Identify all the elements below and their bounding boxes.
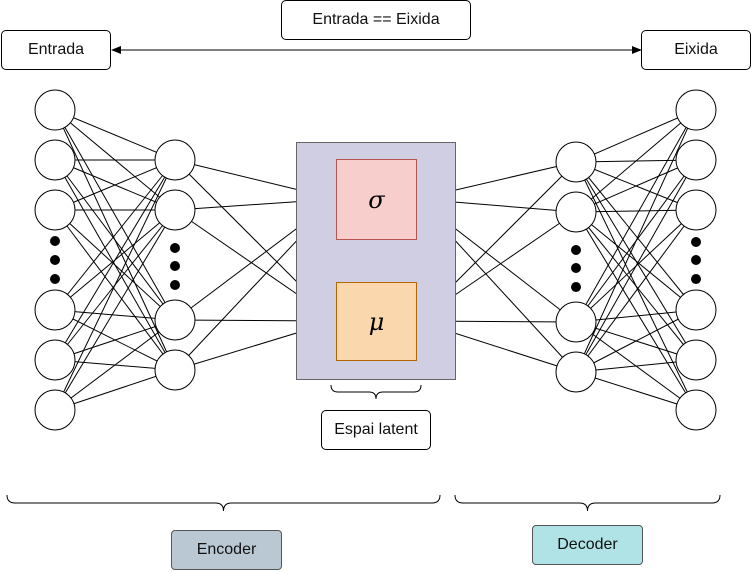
decoder-edge [575,159,697,373]
encoder-label-box: Encoder [171,530,282,570]
input-label-box: Entrada [1,30,111,70]
encoder-edge [54,159,176,321]
encoder-edge [54,369,176,411]
encoder-hidden-neuron [154,349,196,391]
encoder-edge [54,319,176,361]
encoder-edge [54,159,176,311]
decoder-edge [575,109,697,213]
mu-node: μ [336,282,417,361]
ellipsis-dot [571,245,581,255]
decoder-edge [575,109,697,323]
output-neuron [675,289,717,331]
encoder-edge [54,209,176,411]
ellipsis-dot [571,282,581,292]
ellipsis-dot [170,261,180,271]
encoder-hidden-neuron [154,299,196,341]
encoder-edge [54,209,176,371]
decoder-edge [575,209,697,373]
output-label: Eixida [674,41,718,58]
ellipsis-dot [170,243,180,253]
ellipsis-dot [691,255,701,265]
input-neuron [34,139,76,181]
input-neuron [34,89,76,131]
ellipsis-dot [691,274,701,284]
latent-label-box: Espai latent [321,410,431,450]
decoder-label-box: Decoder [532,525,643,565]
input-neuron [34,189,76,231]
encoder-edge [54,209,176,321]
output-neuron [675,89,717,131]
ellipsis-dot [50,274,60,284]
ellipsis-dot [50,255,60,265]
output-neuron [675,189,717,231]
decoder-brace [454,494,721,512]
decoder-hidden-neuron [555,301,597,343]
mu-symbol: μ [368,307,385,336]
output-neuron [675,339,717,381]
latent-label: Espai latent [334,421,418,438]
ellipsis-dot [50,236,60,246]
sigma-symbol: σ [368,185,385,214]
input-neuron [34,339,76,381]
latent-brace [330,384,422,400]
ellipsis-dot [571,263,581,273]
identity-label: Entrada == Eixida [312,11,440,28]
ellipsis-dot [691,237,701,247]
decoder-hidden-neuron [555,141,597,183]
decoder-edge [575,371,697,411]
decoder-edge [575,211,697,361]
encoder-edge [54,109,176,321]
sigma-node: σ [336,159,417,240]
encoder-edge [54,159,176,411]
decoder-edge [575,109,697,373]
encoder-edge [54,319,176,411]
identity-label-box: Entrada == Eixida [281,0,471,40]
input-neuron [34,389,76,431]
encoder-edge [54,159,176,361]
ellipsis-dot [170,280,180,290]
input-label: Entrada [27,41,85,58]
output-neuron [675,389,717,431]
output-neuron [675,139,717,181]
decoder-edge [575,309,697,373]
encoder-hidden-neuron [154,139,196,181]
encoder-hidden-neuron [154,189,196,231]
decoder-edge [575,161,697,311]
input-neuron [34,289,76,331]
encoder-edge [54,159,176,211]
output-label-box: Eixida [641,30,751,70]
decoder-edge [575,211,697,411]
decoder-hidden-neuron [555,351,597,393]
encoder-brace [6,494,441,512]
decoder-hidden-neuron [555,191,597,233]
decoder-label: Decoder [557,536,618,553]
decoder-edge [575,109,697,163]
decoder-edge [575,211,697,311]
decoder-edge [575,159,697,213]
encoder-edge [54,109,176,161]
encoder-label: Encoder [196,541,257,558]
